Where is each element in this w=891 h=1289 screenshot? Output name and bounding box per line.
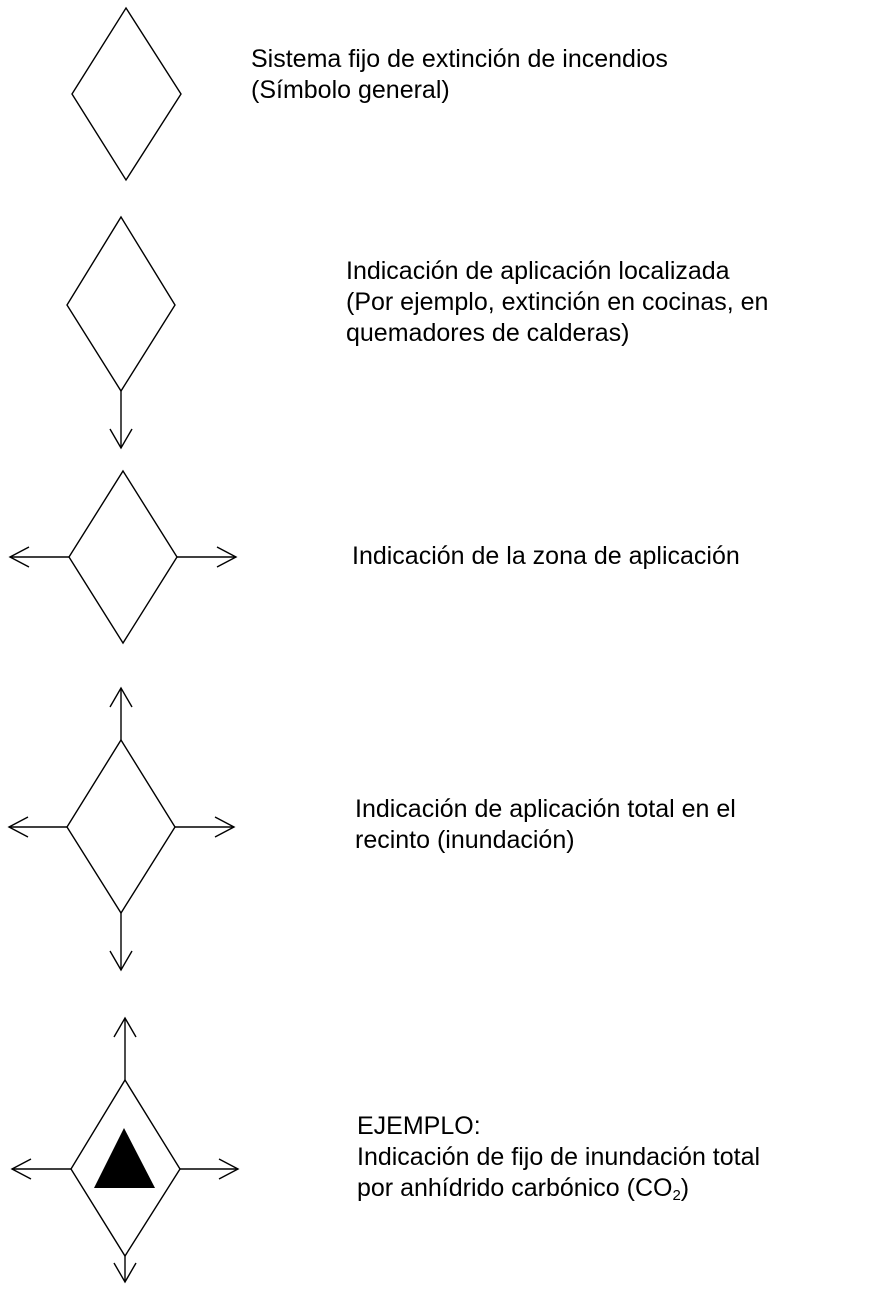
caption-line: recinto (inundación): [355, 826, 575, 854]
co2-subscript: 2: [672, 1187, 681, 1204]
diamond-arrows-four-directions-icon: [7, 686, 236, 972]
caption-localized-application: Indicación de aplicación localizada (Por…: [346, 256, 768, 349]
caption-line-co2: por anhídrido carbónico (CO2): [357, 1173, 760, 1204]
caption-co2-suffix: ): [680, 1174, 690, 1202]
caption-line: (Símbolo general): [251, 76, 450, 104]
triangle-icon: [94, 1128, 155, 1188]
caption-line: (Por ejemplo, extinción en cocinas, en: [346, 288, 769, 316]
diamond-icon: [71, 6, 182, 182]
caption-application-zone: Indicación de la zona de aplicación: [352, 541, 740, 572]
caption-line: Sistema fijo de extinción de incendios: [251, 45, 668, 73]
caption-line: Indicación de la zona de aplicación: [352, 542, 740, 570]
symbol-application-zone: [8, 469, 238, 645]
caption-co2-prefix: por anhídrido carbónico (CO: [357, 1174, 673, 1202]
caption-co2-example: EJEMPLO: Indicación de fijo de inundació…: [357, 1111, 760, 1204]
caption-total-flooding: Indicación de aplicación total en el rec…: [355, 794, 736, 856]
symbol-localized-application: [0, 0, 891, 470]
caption-line: Indicación de aplicación localizada: [346, 257, 730, 285]
symbol-general-diamond: [0, 0, 891, 200]
symbol-total-flooding: [7, 686, 236, 972]
caption-general-symbol: Sistema fijo de extinción de incendios (…: [251, 44, 668, 106]
diamond-arrows-left-right-icon: [8, 469, 238, 645]
caption-line: EJEMPLO:: [357, 1112, 481, 1140]
diamond-arrow-down-icon: [66, 215, 176, 450]
caption-line: quemadores de calderas): [346, 319, 630, 347]
caption-line: Indicación de fijo de inundación total: [357, 1143, 761, 1171]
caption-line: Indicación de aplicación total en el: [355, 795, 736, 823]
